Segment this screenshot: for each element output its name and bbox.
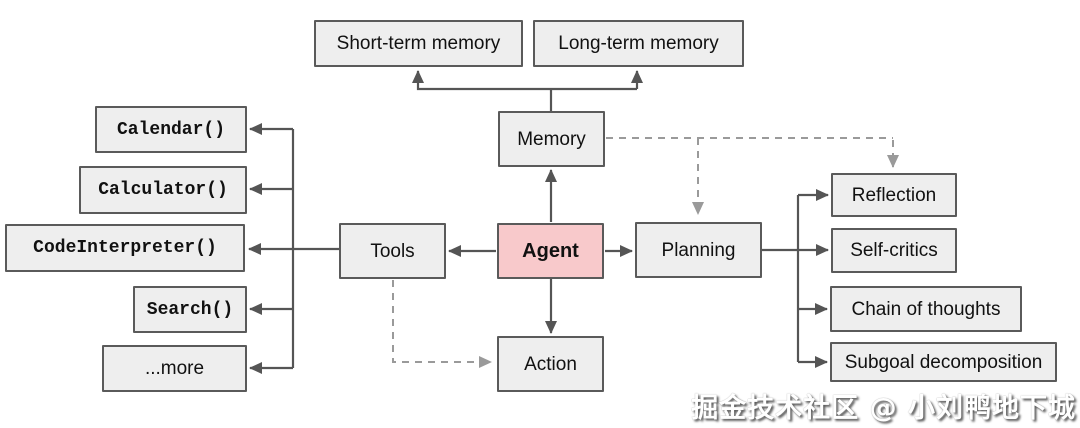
edge-memory-short-term <box>412 70 637 91</box>
node-memory: Memory <box>498 111 605 167</box>
watermark-text: 掘金技术社区 @ 小刘鸭地下城 <box>691 393 1076 424</box>
node-search: Search() <box>133 286 247 333</box>
node-long-term-memory: Long-term memory <box>533 20 744 67</box>
node-self-critics: Self-critics <box>831 228 957 273</box>
node-reflection: Reflection <box>831 173 957 217</box>
node-subgoal-decomposition: Subgoal decomposition <box>830 342 1057 382</box>
node-chain-of-thoughts: Chain of thoughts <box>830 286 1022 332</box>
node-calculator: Calculator() <box>79 166 247 214</box>
node-calendar: Calendar() <box>95 106 247 153</box>
node-code-interpreter: CodeInterpreter() <box>5 224 245 272</box>
node-action: Action <box>497 336 604 392</box>
node-short-term-memory: Short-term memory <box>314 20 523 67</box>
dashed-tools-action <box>392 280 492 368</box>
node-planning: Planning <box>635 222 762 278</box>
node-agent: Agent <box>497 223 604 279</box>
node-more: ...more <box>102 345 247 392</box>
node-tools: Tools <box>339 223 446 279</box>
